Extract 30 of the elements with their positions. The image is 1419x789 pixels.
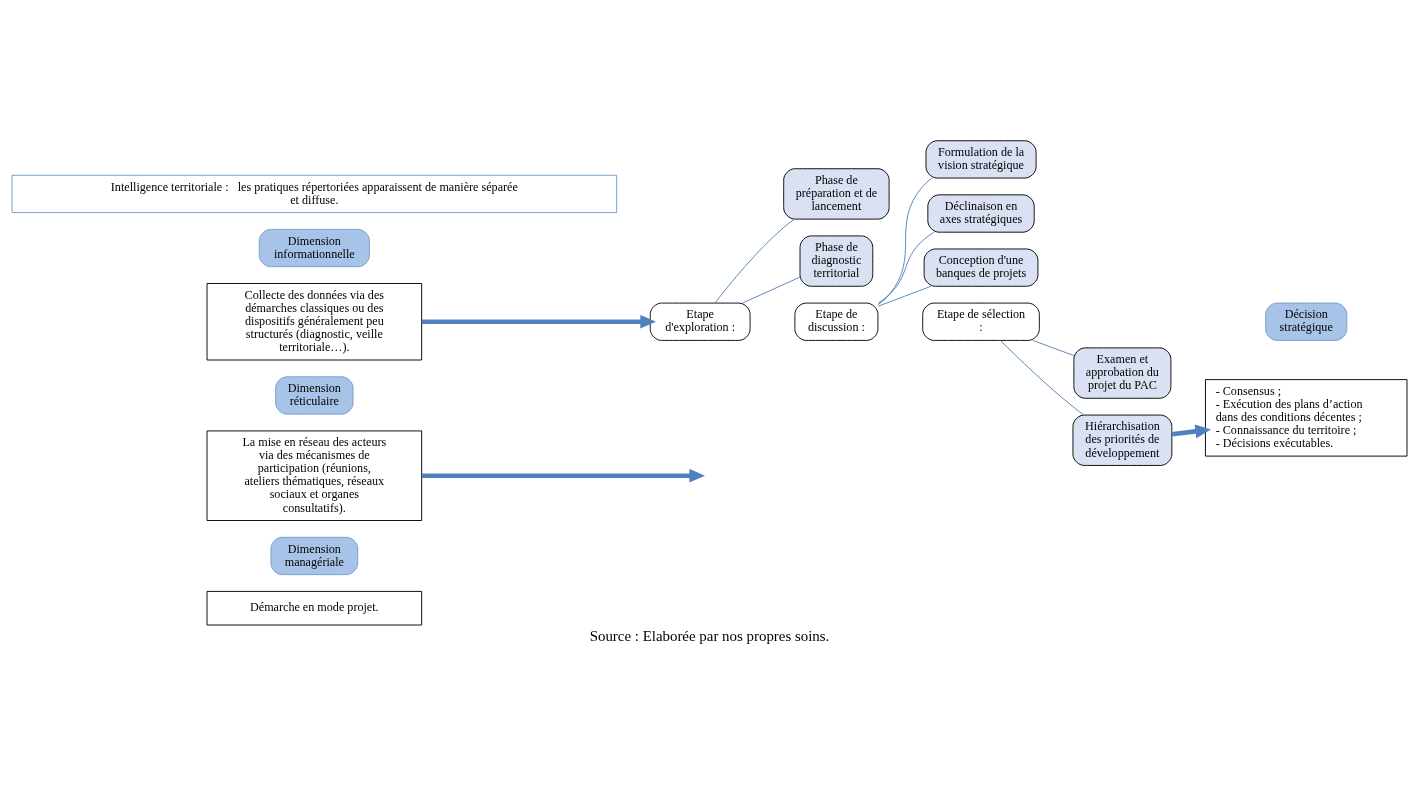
connector <box>1032 339 1075 356</box>
arrow <box>421 314 656 329</box>
connector <box>877 231 935 304</box>
connector <box>877 177 933 305</box>
arrow <box>1171 424 1211 438</box>
caption: Source : Elaborée par nos propres soins. <box>589 627 830 644</box>
node-box: - Consensus ; - Exécution des plans d’action dans des conditions décentes ; - Connaissance du territoire ; - Décisions exécutables. <box>1204 378 1408 457</box>
node-box: Déclinaison en axes stratégiques <box>927 193 1035 233</box>
connector <box>742 276 801 304</box>
node-box: Phase de préparation et de lancement <box>783 167 890 220</box>
node-box: Formulation de la vision stratégique <box>925 139 1037 179</box>
node-box: La mise en réseau des acteurs via des mécanismes de participation (réunions, ateliers thématiques, réseaux sociaux et organes consultatifs). <box>206 429 423 521</box>
connector <box>877 285 932 307</box>
node-box: Décision stratégique <box>1265 302 1348 341</box>
connector <box>999 339 1085 415</box>
node-box: Collecte des données via des démarches classiques ou des dispositifs généralement peu structurés (diagnostic, veille territoriale…). <box>206 282 423 360</box>
node-box: Examen et approbation du projet du PAC <box>1073 346 1172 399</box>
node-box: Etape de discussion : <box>794 302 879 341</box>
node-box: Dimension informationnelle <box>258 228 370 267</box>
node-box: Conception d'une banques de projets <box>923 248 1039 287</box>
node-box: Etape d'exploration : <box>649 302 751 341</box>
node-box: Phase de diagnostic territorial <box>799 234 874 287</box>
node-box: Dimension réticulaire <box>275 375 354 415</box>
node-box: Hiérarchisation des priorités de développement <box>1072 414 1173 466</box>
connector <box>714 218 795 303</box>
node-box: Démarche en mode projet. <box>206 590 423 625</box>
node-box: Intelligence territoriale : les pratiques répertoriées apparaissent de manière séparée et diffuse. <box>11 174 618 213</box>
node-box: Dimension managériale <box>270 536 359 575</box>
node-box: Etape de sélection : <box>922 302 1040 341</box>
arrow <box>421 468 705 483</box>
